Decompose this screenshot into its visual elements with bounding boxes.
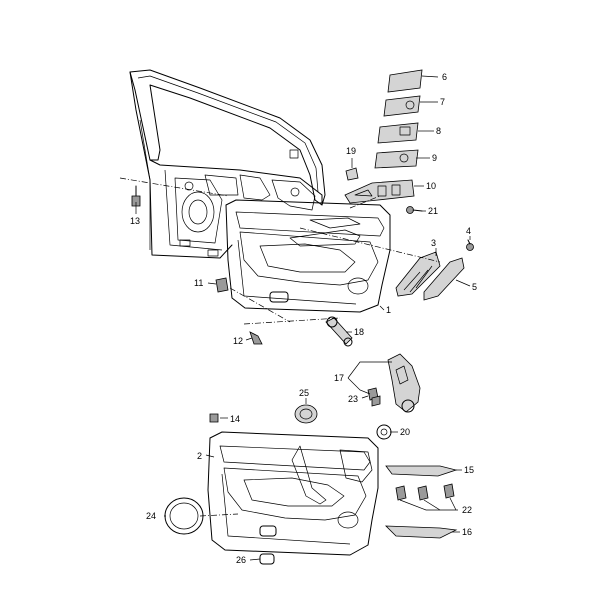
callout-21: 21 [428, 206, 438, 216]
callout-15: 15 [464, 465, 474, 475]
callout-5: 5 [472, 282, 477, 292]
switch-bezel-9 [374, 149, 419, 169]
clip-23 [367, 387, 381, 407]
switch-bezel-7 [383, 95, 421, 117]
assembly-lines [119, 177, 441, 517]
trim-bracket-3 [395, 251, 441, 297]
callout-22: 22 [462, 505, 472, 515]
callout-labels: 1 2 3 4 5 6 7 8 9 10 11 12 13 14 15 16 1… [130, 72, 477, 565]
callout-18: 18 [354, 327, 364, 337]
callout-9: 9 [432, 153, 437, 163]
callout-24: 24 [146, 511, 156, 521]
cover-strip-5 [423, 257, 465, 301]
speaker-grille-24 [164, 497, 204, 535]
clip-19 [345, 167, 359, 181]
callout-19: 19 [346, 146, 356, 156]
armrest-17 [387, 353, 421, 413]
door-frame [129, 69, 326, 259]
door-trim-panel-assembled [207, 431, 379, 556]
callout-6: 6 [442, 72, 447, 82]
trim-strip-15 [385, 465, 458, 477]
screw-4 [466, 239, 474, 251]
callout-11: 11 [194, 278, 203, 288]
grommet-20 [376, 424, 392, 440]
leader-lines [135, 75, 471, 561]
callout-2: 2 [197, 451, 202, 461]
callout-4: 4 [466, 226, 471, 236]
callout-14: 14 [230, 414, 240, 424]
screws-22 [395, 483, 455, 501]
screw-14 [209, 413, 219, 423]
switch-bezel-8 [377, 122, 419, 144]
pull-handle-18 [325, 316, 353, 347]
cap-26 [259, 553, 275, 565]
clip-11 [215, 277, 229, 293]
callout-17: 17 [334, 373, 344, 383]
callout-12: 12 [233, 336, 243, 346]
screw-12 [249, 331, 263, 345]
callout-10: 10 [426, 181, 436, 191]
callout-7: 7 [440, 97, 445, 107]
door-trim-panel [225, 199, 391, 313]
callout-25: 25 [299, 388, 309, 398]
window-switch-bezel-10 [344, 179, 415, 204]
clip-13 [131, 185, 141, 207]
callout-26: 26 [236, 555, 246, 565]
callout-20: 20 [400, 427, 410, 437]
switch-bezel-6 [387, 69, 423, 93]
callout-13: 13 [130, 216, 140, 226]
speaker-ring-25 [294, 404, 318, 424]
callout-23: 23 [348, 394, 358, 404]
screw-21 [406, 206, 423, 214]
callout-16: 16 [462, 527, 472, 537]
callout-3: 3 [431, 238, 436, 248]
callout-8: 8 [436, 126, 441, 136]
trim-strip-16 [384, 525, 458, 539]
callout-1: 1 [386, 305, 391, 315]
